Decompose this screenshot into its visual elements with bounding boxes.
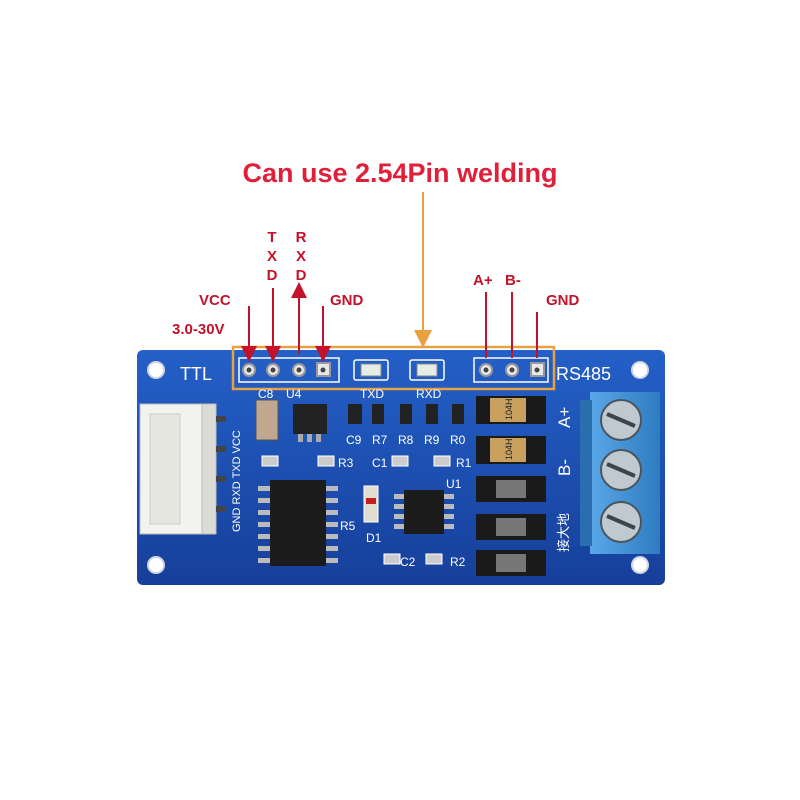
d1-silkscreen: D1 (366, 531, 382, 545)
soic14-ic (258, 480, 338, 566)
a-plus-label: A+ (473, 272, 493, 289)
r5-silkscreen: R5 (340, 519, 356, 533)
tvs-marking-2: 104H (504, 438, 514, 460)
b-minus-label: B- (505, 272, 521, 289)
c1-silkscreen: C1 (372, 456, 388, 470)
r0-silkscreen: R0 (450, 433, 466, 447)
u4-silkscreen: U4 (286, 387, 302, 401)
r7-silkscreen: R7 (372, 433, 388, 447)
u1-ic (394, 490, 454, 534)
rxd-led-silkscreen: RXD (416, 387, 442, 401)
headline: Can use 2.54Pin welding (242, 158, 558, 188)
r2-silkscreen: R2 (450, 555, 466, 569)
r9-silkscreen: R9 (424, 433, 440, 447)
header-highlight-box (231, 345, 556, 391)
c8-silkscreen: C8 (258, 387, 274, 401)
c9-silkscreen: C9 (346, 433, 362, 447)
vcc-range-label: 3.0-30V (172, 321, 225, 338)
tvs-marking-1: 104H (504, 398, 514, 420)
gnd-right-label: GND (546, 292, 580, 309)
ground-chinese-silkscreen: 接大地 (556, 513, 571, 552)
connector-pin-silkscreen: GND RXD TXD VCC (231, 430, 243, 532)
mounting-holes (147, 361, 649, 574)
screw-terminal-block (580, 392, 660, 554)
r3-silkscreen: R3 (338, 456, 354, 470)
rs485-silkscreen: RS485 (556, 364, 611, 384)
txd-led-silkscreen: TXD (360, 387, 384, 401)
ttl-silkscreen: TTL (180, 364, 212, 384)
c2-silkscreen: C2 (400, 555, 416, 569)
r1-silkscreen: R1 (456, 456, 472, 470)
jst-connector (139, 403, 226, 535)
annotation-arrows (241, 282, 538, 362)
status-leds (353, 359, 445, 381)
gnd-left-label: GND (330, 292, 364, 309)
vcc-label: VCC (199, 292, 231, 309)
b-minus-silkscreen: B- (555, 459, 574, 476)
a-plus-silkscreen: A+ (555, 407, 574, 428)
r8-silkscreen: R8 (398, 433, 414, 447)
u1-silkscreen: U1 (446, 477, 462, 491)
protection-components (476, 396, 546, 576)
ttl-header-pins (238, 357, 340, 383)
